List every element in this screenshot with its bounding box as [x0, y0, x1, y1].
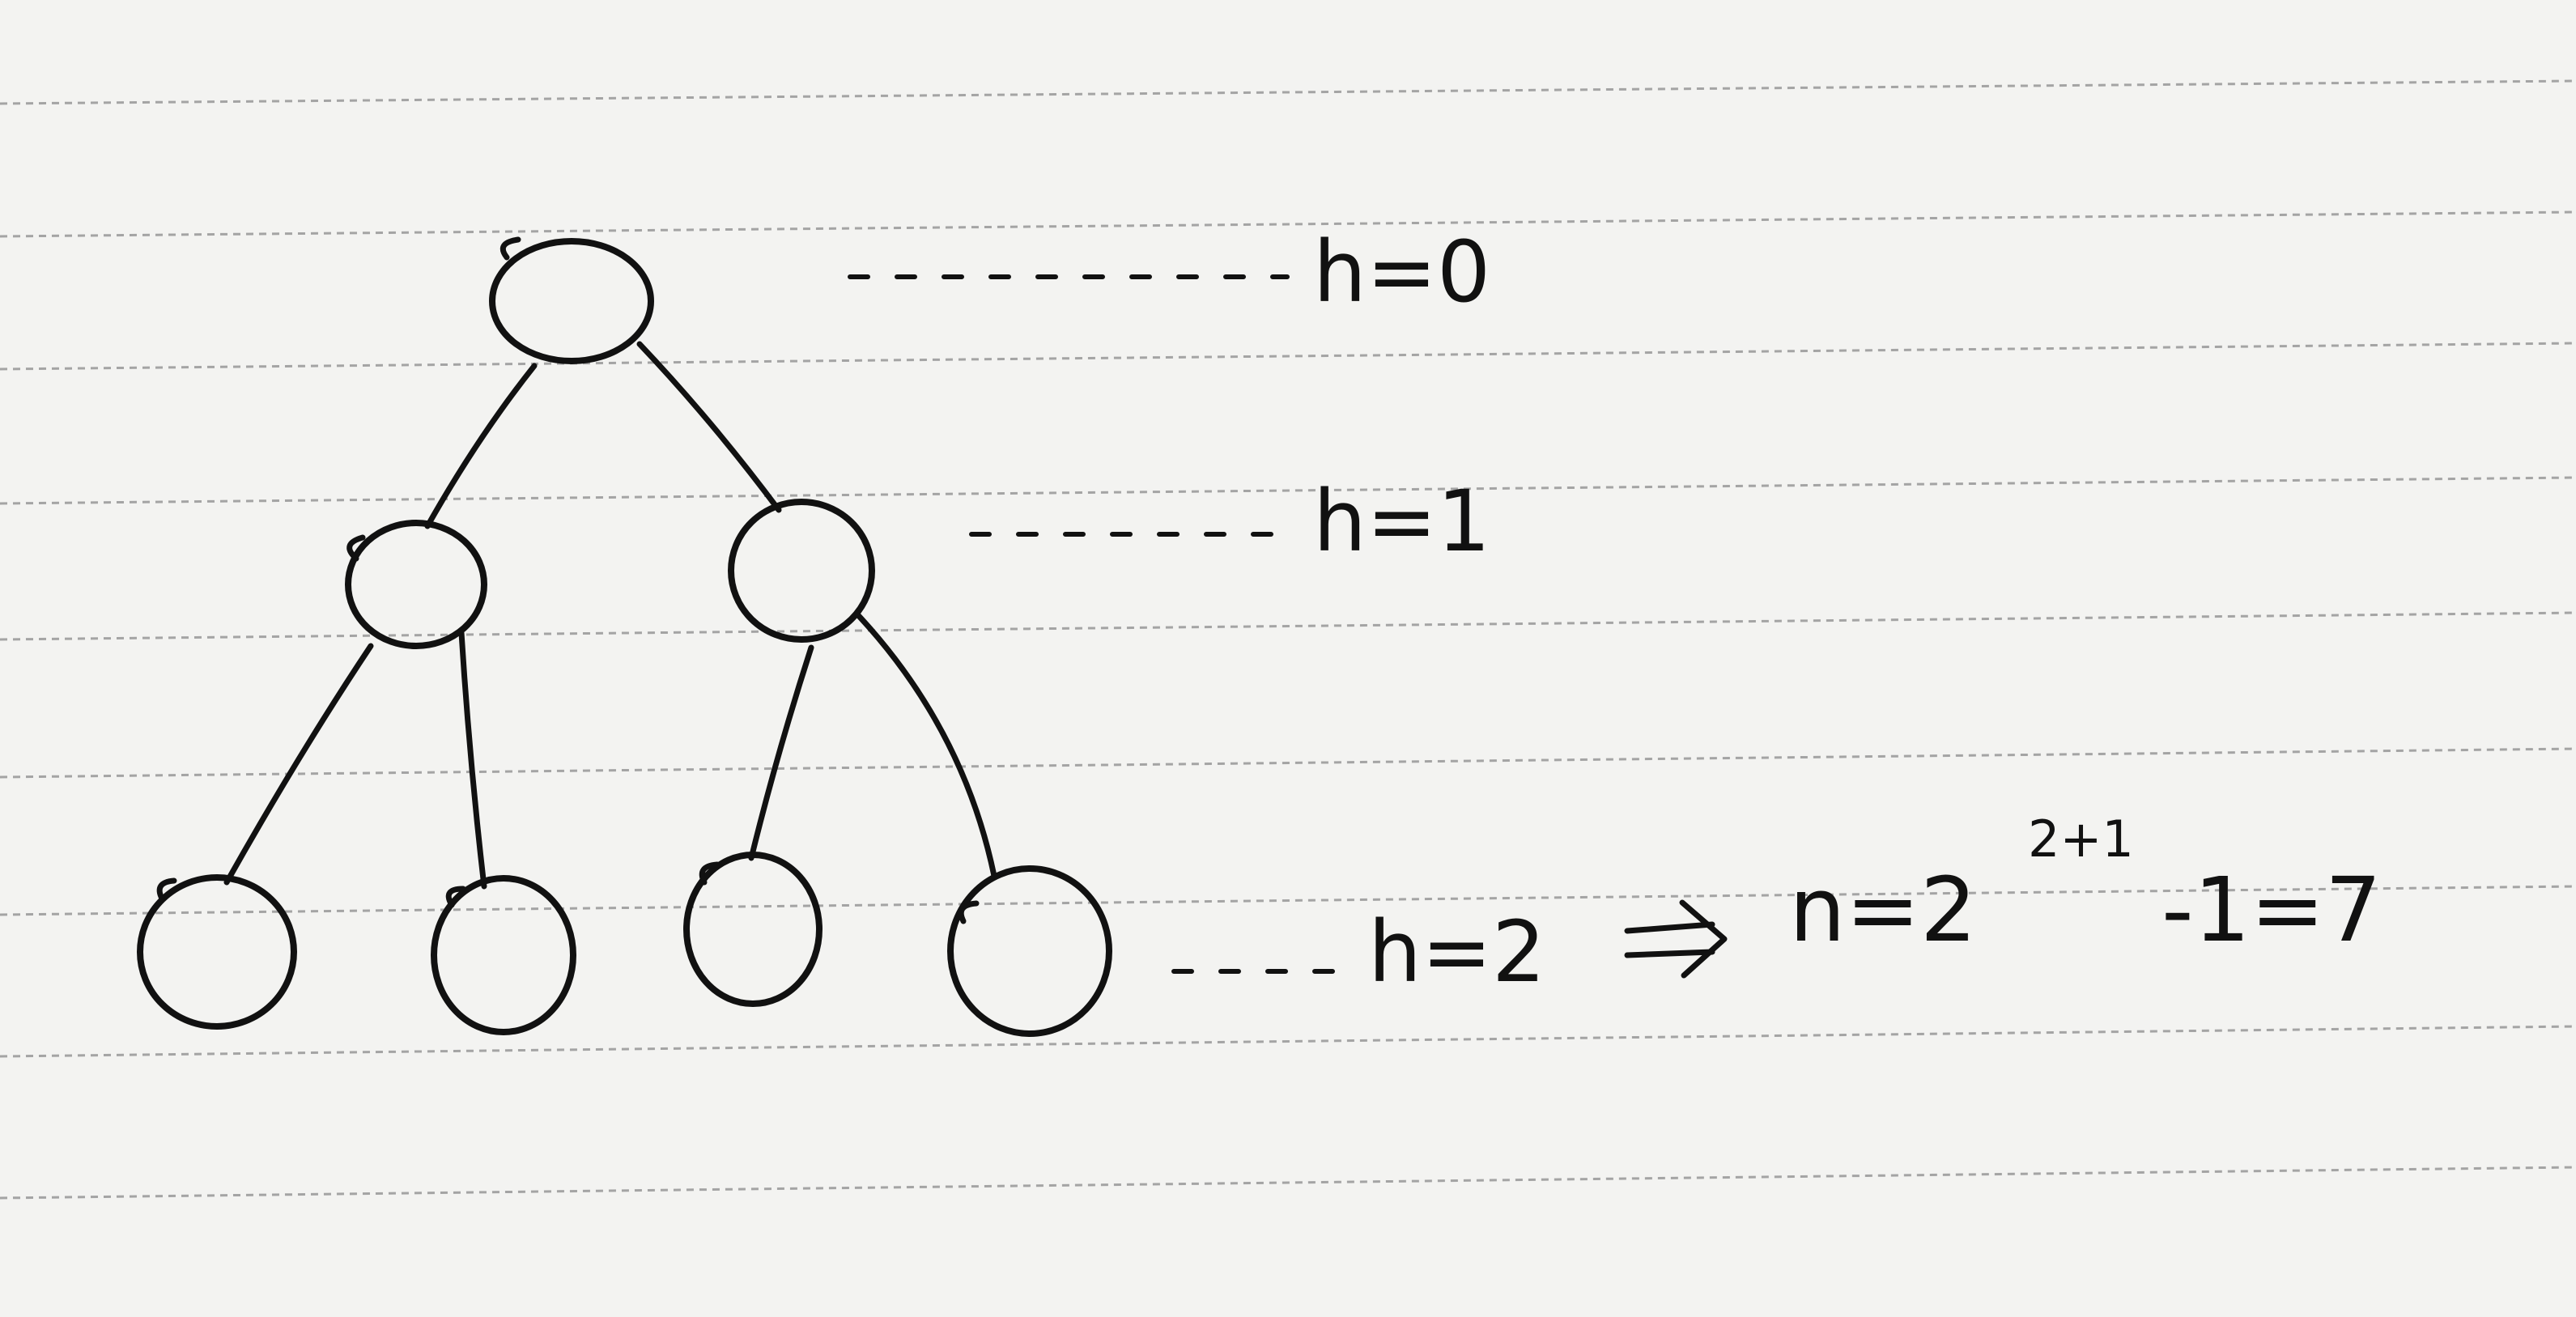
edge-right-leaf4	[855, 612, 997, 879]
arrow-line-bottom	[1624, 949, 1715, 958]
tree-node-leaf-1	[137, 874, 297, 1030]
level-1-label: h=1	[1313, 472, 1490, 571]
formula-rhs: -1=7	[2162, 858, 2382, 962]
rule-line	[0, 1025, 2576, 1058]
tree-node-root	[489, 238, 654, 364]
edge-left-leaf1	[223, 643, 374, 886]
edge-right-leaf3	[748, 644, 814, 861]
node-stroke-tick	[958, 900, 980, 924]
rule-line	[0, 1166, 2576, 1200]
implies-arrow-icon	[1624, 899, 1728, 979]
tree-edges	[223, 341, 997, 890]
tree-node-level1-left	[345, 520, 487, 649]
level-guides	[848, 274, 1362, 974]
formula-exponent: 2+1	[2028, 809, 2134, 869]
node-stroke-tick	[699, 861, 721, 886]
arrow-line-top	[1624, 921, 1715, 934]
formula-lhs: n=2	[1789, 858, 1977, 962]
rule-line	[0, 747, 2576, 779]
tree-node-leaf-4	[947, 865, 1112, 1037]
tree-nodes	[137, 236, 1112, 1037]
rule-line	[0, 342, 2576, 371]
tree-node-leaf-2	[431, 875, 576, 1035]
edge-root-right	[636, 341, 782, 513]
ruled-lines	[0, 79, 2576, 1200]
rule-line	[0, 210, 2576, 238]
edge-root-left	[424, 363, 538, 529]
rule-line	[0, 476, 2576, 505]
rule-line	[0, 885, 2576, 916]
node-stroke-tick	[346, 534, 366, 562]
rule-line	[0, 79, 2576, 105]
tree-node-level1-right	[728, 499, 875, 643]
level-0-label: h=0	[1313, 223, 1490, 321]
rule-line	[0, 611, 2576, 641]
arrow-head	[1679, 899, 1728, 979]
node-stroke-tick	[445, 886, 466, 908]
node-stroke-tick	[156, 877, 177, 902]
tree-node-leaf-3	[683, 852, 823, 1007]
level-2-label: h=2	[1368, 903, 1545, 1001]
edge-left-leaf2	[458, 630, 487, 890]
node-stroke-tick	[499, 236, 521, 261]
